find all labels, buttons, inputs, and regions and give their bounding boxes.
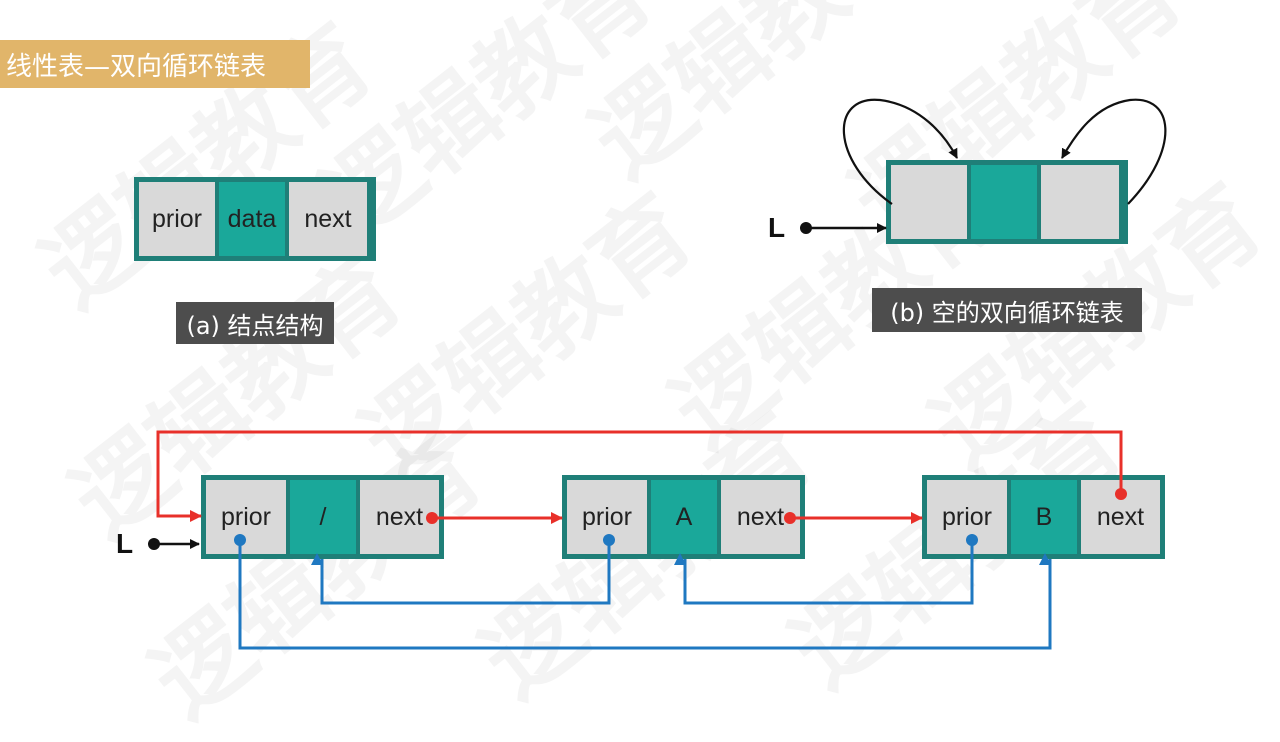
pointer-label-L: L [116, 528, 134, 559]
next-cell: next [721, 480, 800, 554]
empty-prior-self-loop [842, 98, 958, 205]
next-cell: next [289, 182, 367, 256]
data-cell [971, 165, 1037, 239]
list-node-b: prior B next [922, 475, 1165, 559]
empty-next-self-loop [1061, 98, 1167, 205]
prior-arrow-a-to-head [311, 540, 611, 605]
empty-list-head-node [886, 160, 1128, 244]
prior-arrow-b-to-a [674, 540, 974, 605]
prior-arrow-head-to-b [238, 540, 1052, 650]
prior-cell: prior [139, 182, 215, 256]
prior-cell: prior [206, 480, 286, 554]
pointer-label-L: L [768, 212, 786, 243]
next-cell: next [360, 480, 439, 554]
data-cell: data [219, 182, 285, 256]
next-cell: next [1081, 480, 1160, 554]
prior-cell [891, 165, 967, 239]
next-arrow-b-to-head [156, 430, 1123, 522]
caption-empty-list: (b) 空的双向循环链表 [872, 288, 1142, 332]
data-cell: / [290, 480, 356, 554]
prior-cell: prior [567, 480, 647, 554]
list-node-a: prior A next [562, 475, 805, 559]
caption-node-structure: (a) 结点结构 [176, 302, 334, 344]
data-cell: B [1011, 480, 1077, 554]
page-title: 线性表—双向循环链表 [0, 40, 310, 88]
data-cell: A [651, 480, 717, 554]
node-structure: prior data next [134, 177, 376, 261]
next-cell [1041, 165, 1119, 239]
link-arrows [148, 98, 1167, 650]
